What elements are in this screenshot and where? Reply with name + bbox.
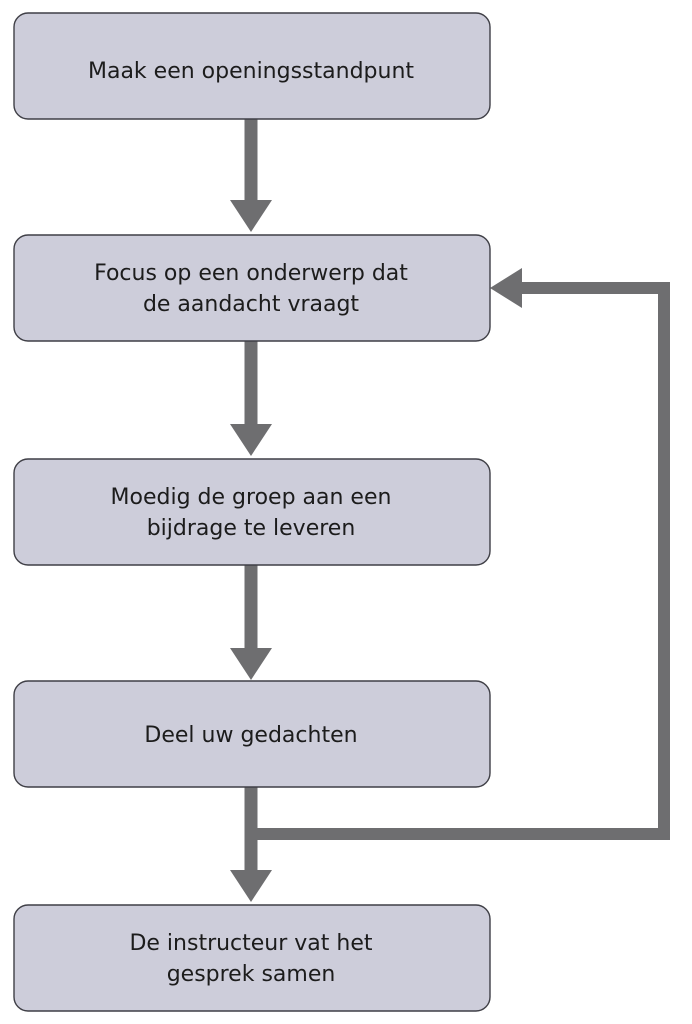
step-1: Maak een openingsstandpunt (13, 12, 491, 120)
step-2: Focus op een onderwerp dat de aandacht v… (13, 234, 491, 342)
connector-arrow-3-to-4 (230, 564, 272, 680)
step-box (13, 680, 491, 788)
step-label: Deel uw gedachten (144, 723, 357, 748)
step-box (13, 904, 491, 1012)
step-label-line-2: gesprek samen (167, 962, 336, 987)
step-label-line-1: Focus op een onderwerp dat (94, 261, 408, 286)
step-3: Moedig de groep aan een bijdrage te leve… (13, 458, 491, 566)
step-label-line-1: De instructeur vat het (129, 931, 372, 956)
step-label: Maak een openingsstandpunt (88, 59, 414, 84)
step-label-line-1: Moedig de groep aan een (111, 485, 392, 510)
step-5: De instructeur vat het gesprek samen (13, 904, 491, 1012)
step-box (13, 12, 491, 120)
step-label-line-2: de aandacht vraagt (143, 292, 359, 317)
step-4: Deel uw gedachten (13, 680, 491, 788)
connector-arrow-2-to-3 (230, 340, 272, 456)
step-box (13, 458, 491, 566)
step-label-line-2: bijdrage te leveren (147, 516, 356, 541)
feedback-loop-arrow (251, 268, 670, 840)
connector-arrow-4-to-5 (230, 786, 272, 902)
connector-arrow-1-to-2 (230, 118, 272, 232)
step-box (13, 234, 491, 342)
